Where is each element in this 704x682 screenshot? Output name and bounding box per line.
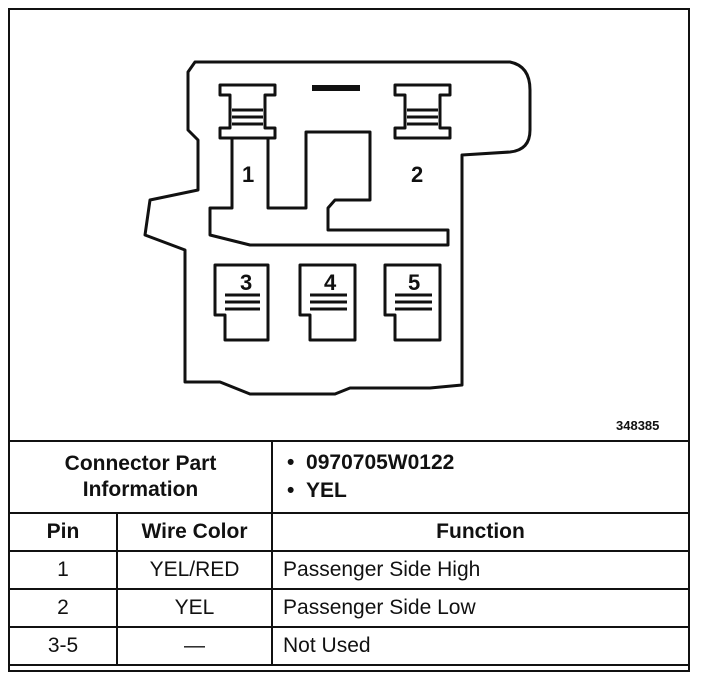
table-row: 3-5 — Not Used bbox=[8, 626, 690, 666]
connector-part-label: Connector Part Information bbox=[7, 440, 274, 514]
row-wire-color: YEL bbox=[115, 588, 274, 628]
connector-diagram: 1 2 3 4 5 bbox=[143, 60, 532, 396]
row-function: Not Used bbox=[271, 626, 690, 666]
row-pin: 1 bbox=[8, 550, 118, 590]
row-wire-color: YEL/RED bbox=[115, 550, 274, 590]
pin-label-3: 3 bbox=[240, 270, 252, 295]
table-row: 1 YEL/RED Passenger Side High bbox=[8, 550, 690, 590]
connector-info-table: Connector Part Information 0970705W0122 … bbox=[7, 440, 690, 666]
part-number: 0970705W0122 bbox=[287, 449, 674, 477]
latch-bar bbox=[312, 85, 360, 91]
connector-housing-outline bbox=[143, 60, 532, 396]
row-function: Passenger Side Low bbox=[271, 588, 690, 628]
header-function: Function bbox=[271, 512, 690, 552]
terminal-4-body bbox=[298, 263, 357, 342]
row-pin: 2 bbox=[8, 588, 118, 628]
terminal-3-body bbox=[213, 263, 270, 342]
upper-cavity-outline bbox=[208, 130, 450, 247]
pin-label-4: 4 bbox=[324, 270, 337, 295]
row-function: Passenger Side High bbox=[271, 550, 690, 590]
terminal-5-body bbox=[383, 263, 442, 342]
header-pin: Pin bbox=[8, 512, 118, 552]
pin-label-2: 2 bbox=[411, 162, 423, 187]
terminal-2-body bbox=[393, 83, 452, 140]
pin-label-1: 1 bbox=[242, 162, 254, 187]
terminal-1-body bbox=[218, 83, 277, 140]
table-row: 2 YEL Passenger Side Low bbox=[8, 588, 690, 628]
figure-number: 348385 bbox=[616, 418, 660, 433]
header-wire-color: Wire Color bbox=[115, 512, 274, 552]
part-info-cell: 0970705W0122 YEL bbox=[271, 440, 690, 514]
diagram-frame bbox=[8, 8, 690, 672]
row-wire-color: — bbox=[115, 626, 274, 666]
part-color: YEL bbox=[287, 477, 674, 505]
pin-label-5: 5 bbox=[408, 270, 420, 295]
row-pin: 3-5 bbox=[8, 626, 118, 666]
